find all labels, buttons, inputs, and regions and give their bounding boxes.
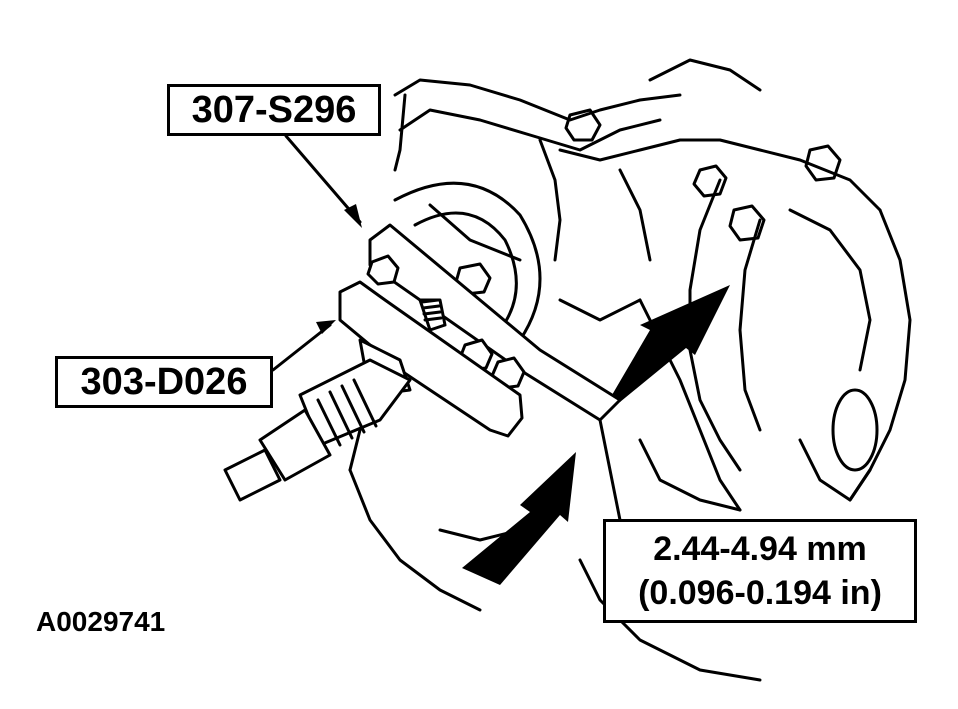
leader-line-left <box>271 323 332 372</box>
measurement-metric: 2.44-4.94 mm <box>653 530 867 568</box>
measurement-spec-box: 2.44-4.94 mm (0.096-0.194 in) <box>603 519 917 623</box>
micrometer-tool <box>223 280 524 502</box>
tool-label-303-d026: 303-D026 <box>55 356 273 408</box>
tool-label-text-left: 303-D026 <box>80 360 248 403</box>
measurement-imperial: (0.096-0.194 in) <box>638 574 882 612</box>
gap-arrow-lower <box>462 452 576 585</box>
engine-housing <box>348 58 912 682</box>
leader-line-top <box>284 134 362 224</box>
gap-arrow-upper <box>612 285 730 402</box>
arrowhead-top <box>344 204 362 228</box>
tool-label-text-top: 307-S296 <box>191 88 357 131</box>
figure-id: A0029741 <box>36 606 166 637</box>
arrowhead-left <box>316 320 336 334</box>
pulley <box>393 181 542 342</box>
tool-label-307-s296: 307-S296 <box>167 84 381 136</box>
